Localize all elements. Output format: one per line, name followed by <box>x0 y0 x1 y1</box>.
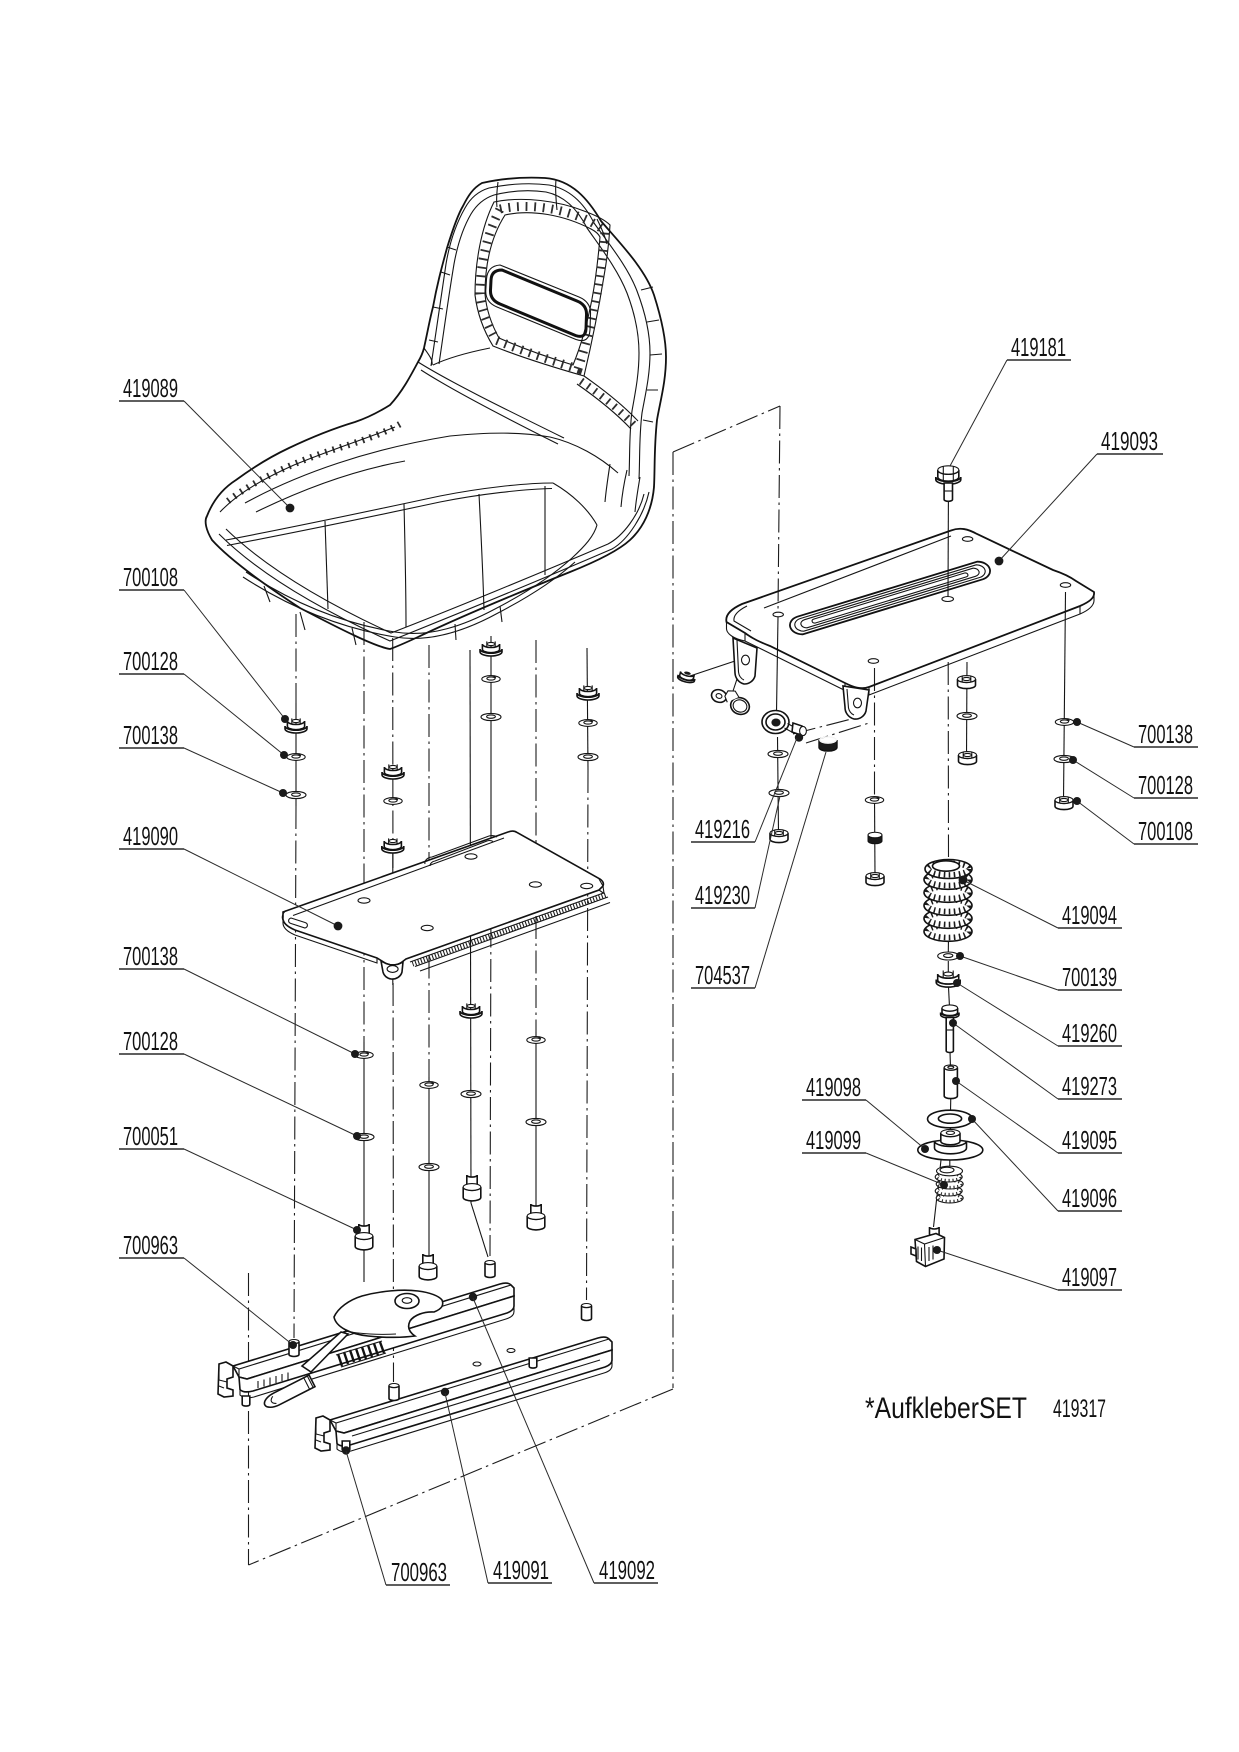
svg-text:419091: 419091 <box>493 1555 549 1585</box>
svg-text:419092: 419092 <box>599 1555 655 1585</box>
svg-text:419098: 419098 <box>806 1072 861 1102</box>
svg-text:700051: 700051 <box>123 1121 178 1151</box>
svg-text:419096: 419096 <box>1062 1183 1117 1213</box>
svg-text:704537: 704537 <box>695 960 750 990</box>
svg-text:700128: 700128 <box>1138 770 1193 800</box>
svg-text:419230: 419230 <box>695 880 750 910</box>
svg-text:700138: 700138 <box>1138 719 1193 749</box>
svg-text:700128: 700128 <box>123 646 178 676</box>
svg-text:419260: 419260 <box>1062 1018 1117 1048</box>
svg-text:419317: 419317 <box>1053 1395 1106 1423</box>
svg-text:700138: 700138 <box>123 720 178 750</box>
svg-text:419094: 419094 <box>1062 900 1117 930</box>
svg-text:700108: 700108 <box>1138 816 1193 846</box>
svg-text:700963: 700963 <box>391 1557 447 1587</box>
svg-text:419216: 419216 <box>695 814 750 844</box>
svg-text:419273: 419273 <box>1062 1071 1117 1101</box>
svg-text:*AufkleberSET: *AufkleberSET <box>865 1392 1027 1425</box>
svg-text:700108: 700108 <box>123 562 178 592</box>
svg-text:700139: 700139 <box>1062 962 1117 992</box>
svg-text:419181: 419181 <box>1011 332 1066 362</box>
svg-text:419095: 419095 <box>1062 1125 1117 1155</box>
svg-text:700128: 700128 <box>123 1026 178 1056</box>
svg-text:419090: 419090 <box>123 821 178 851</box>
svg-text:419097: 419097 <box>1062 1262 1117 1292</box>
svg-text:700963: 700963 <box>123 1230 178 1260</box>
svg-text:419089: 419089 <box>123 373 178 403</box>
svg-text:419093: 419093 <box>1101 426 1158 456</box>
svg-text:419099: 419099 <box>806 1125 861 1155</box>
svg-text:700138: 700138 <box>123 941 178 971</box>
